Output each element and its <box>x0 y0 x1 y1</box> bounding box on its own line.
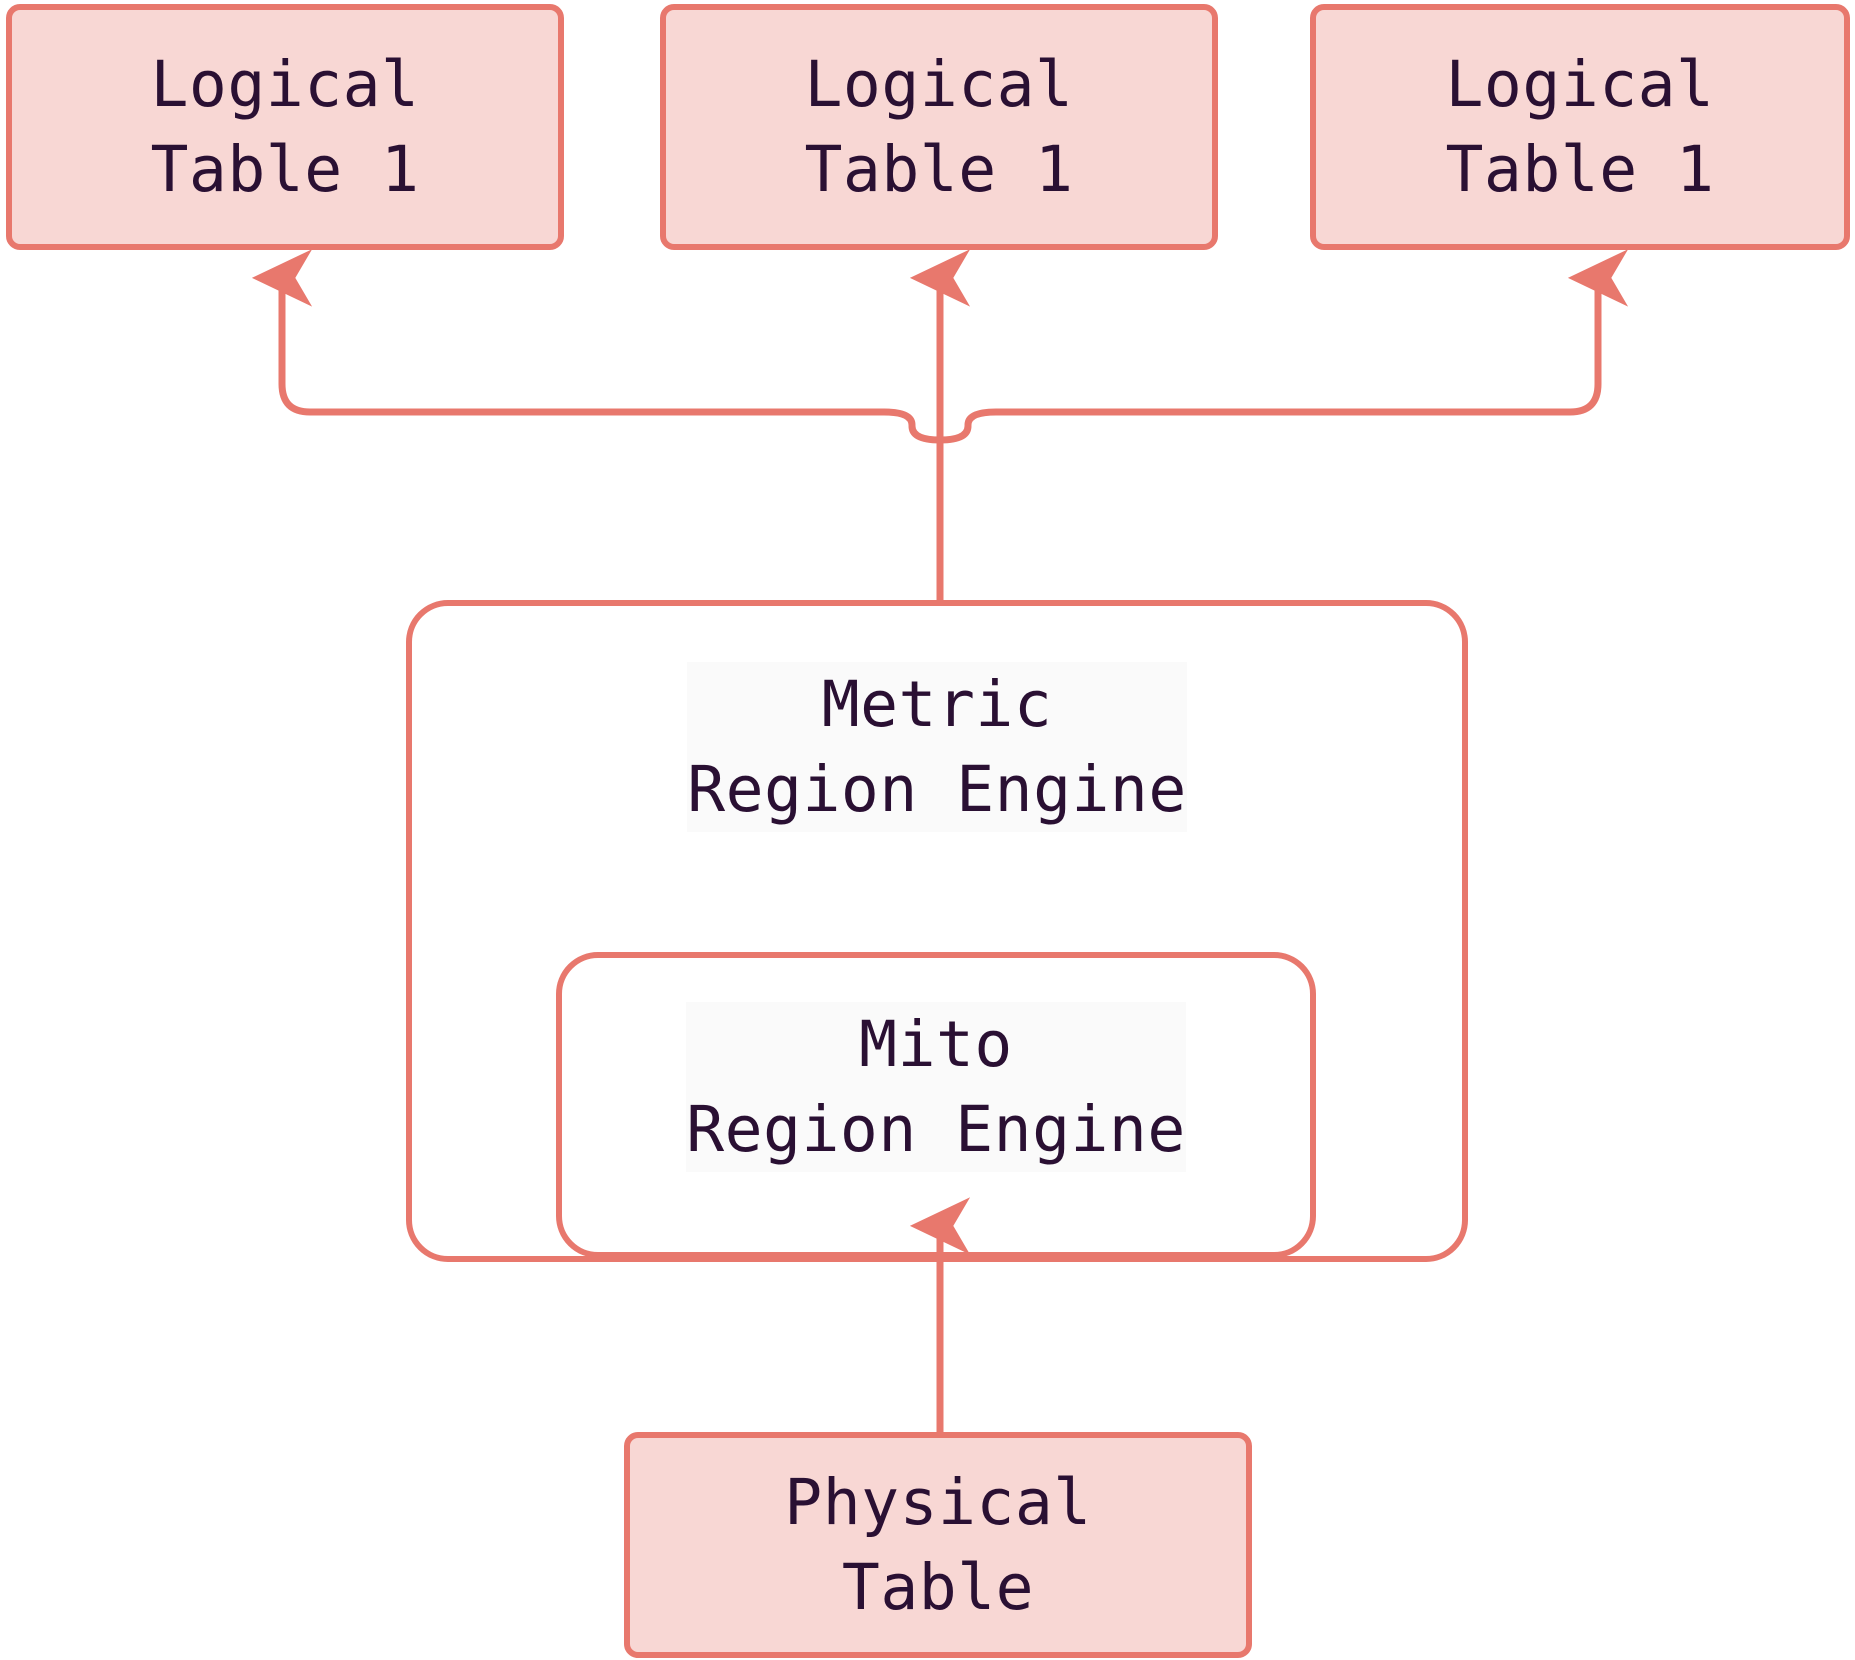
node-logical-table-2-label: Logical Table 1 <box>804 47 1074 206</box>
node-logical-table-1-label: Logical Table 1 <box>150 47 420 206</box>
node-mito-region-engine-label: Mito Region Engine <box>686 1002 1186 1173</box>
edge-metric-to-logical-table-1 <box>251 249 944 444</box>
node-mito-region-engine[interactable]: Mito Region Engine <box>556 952 1316 1258</box>
edge-metric-to-logical-table-3 <box>936 249 1629 444</box>
node-logical-table-1[interactable]: Logical Table 1 <box>6 4 564 250</box>
node-physical-table-label: Physical Table <box>784 1465 1092 1624</box>
node-physical-table[interactable]: Physical Table <box>624 1432 1252 1658</box>
node-logical-table-3[interactable]: Logical Table 1 <box>1310 4 1850 250</box>
node-metric-region-engine-label: Metric Region Engine <box>687 662 1187 833</box>
node-logical-table-3-label: Logical Table 1 <box>1445 47 1715 206</box>
node-logical-table-2[interactable]: Logical Table 1 <box>660 4 1218 250</box>
